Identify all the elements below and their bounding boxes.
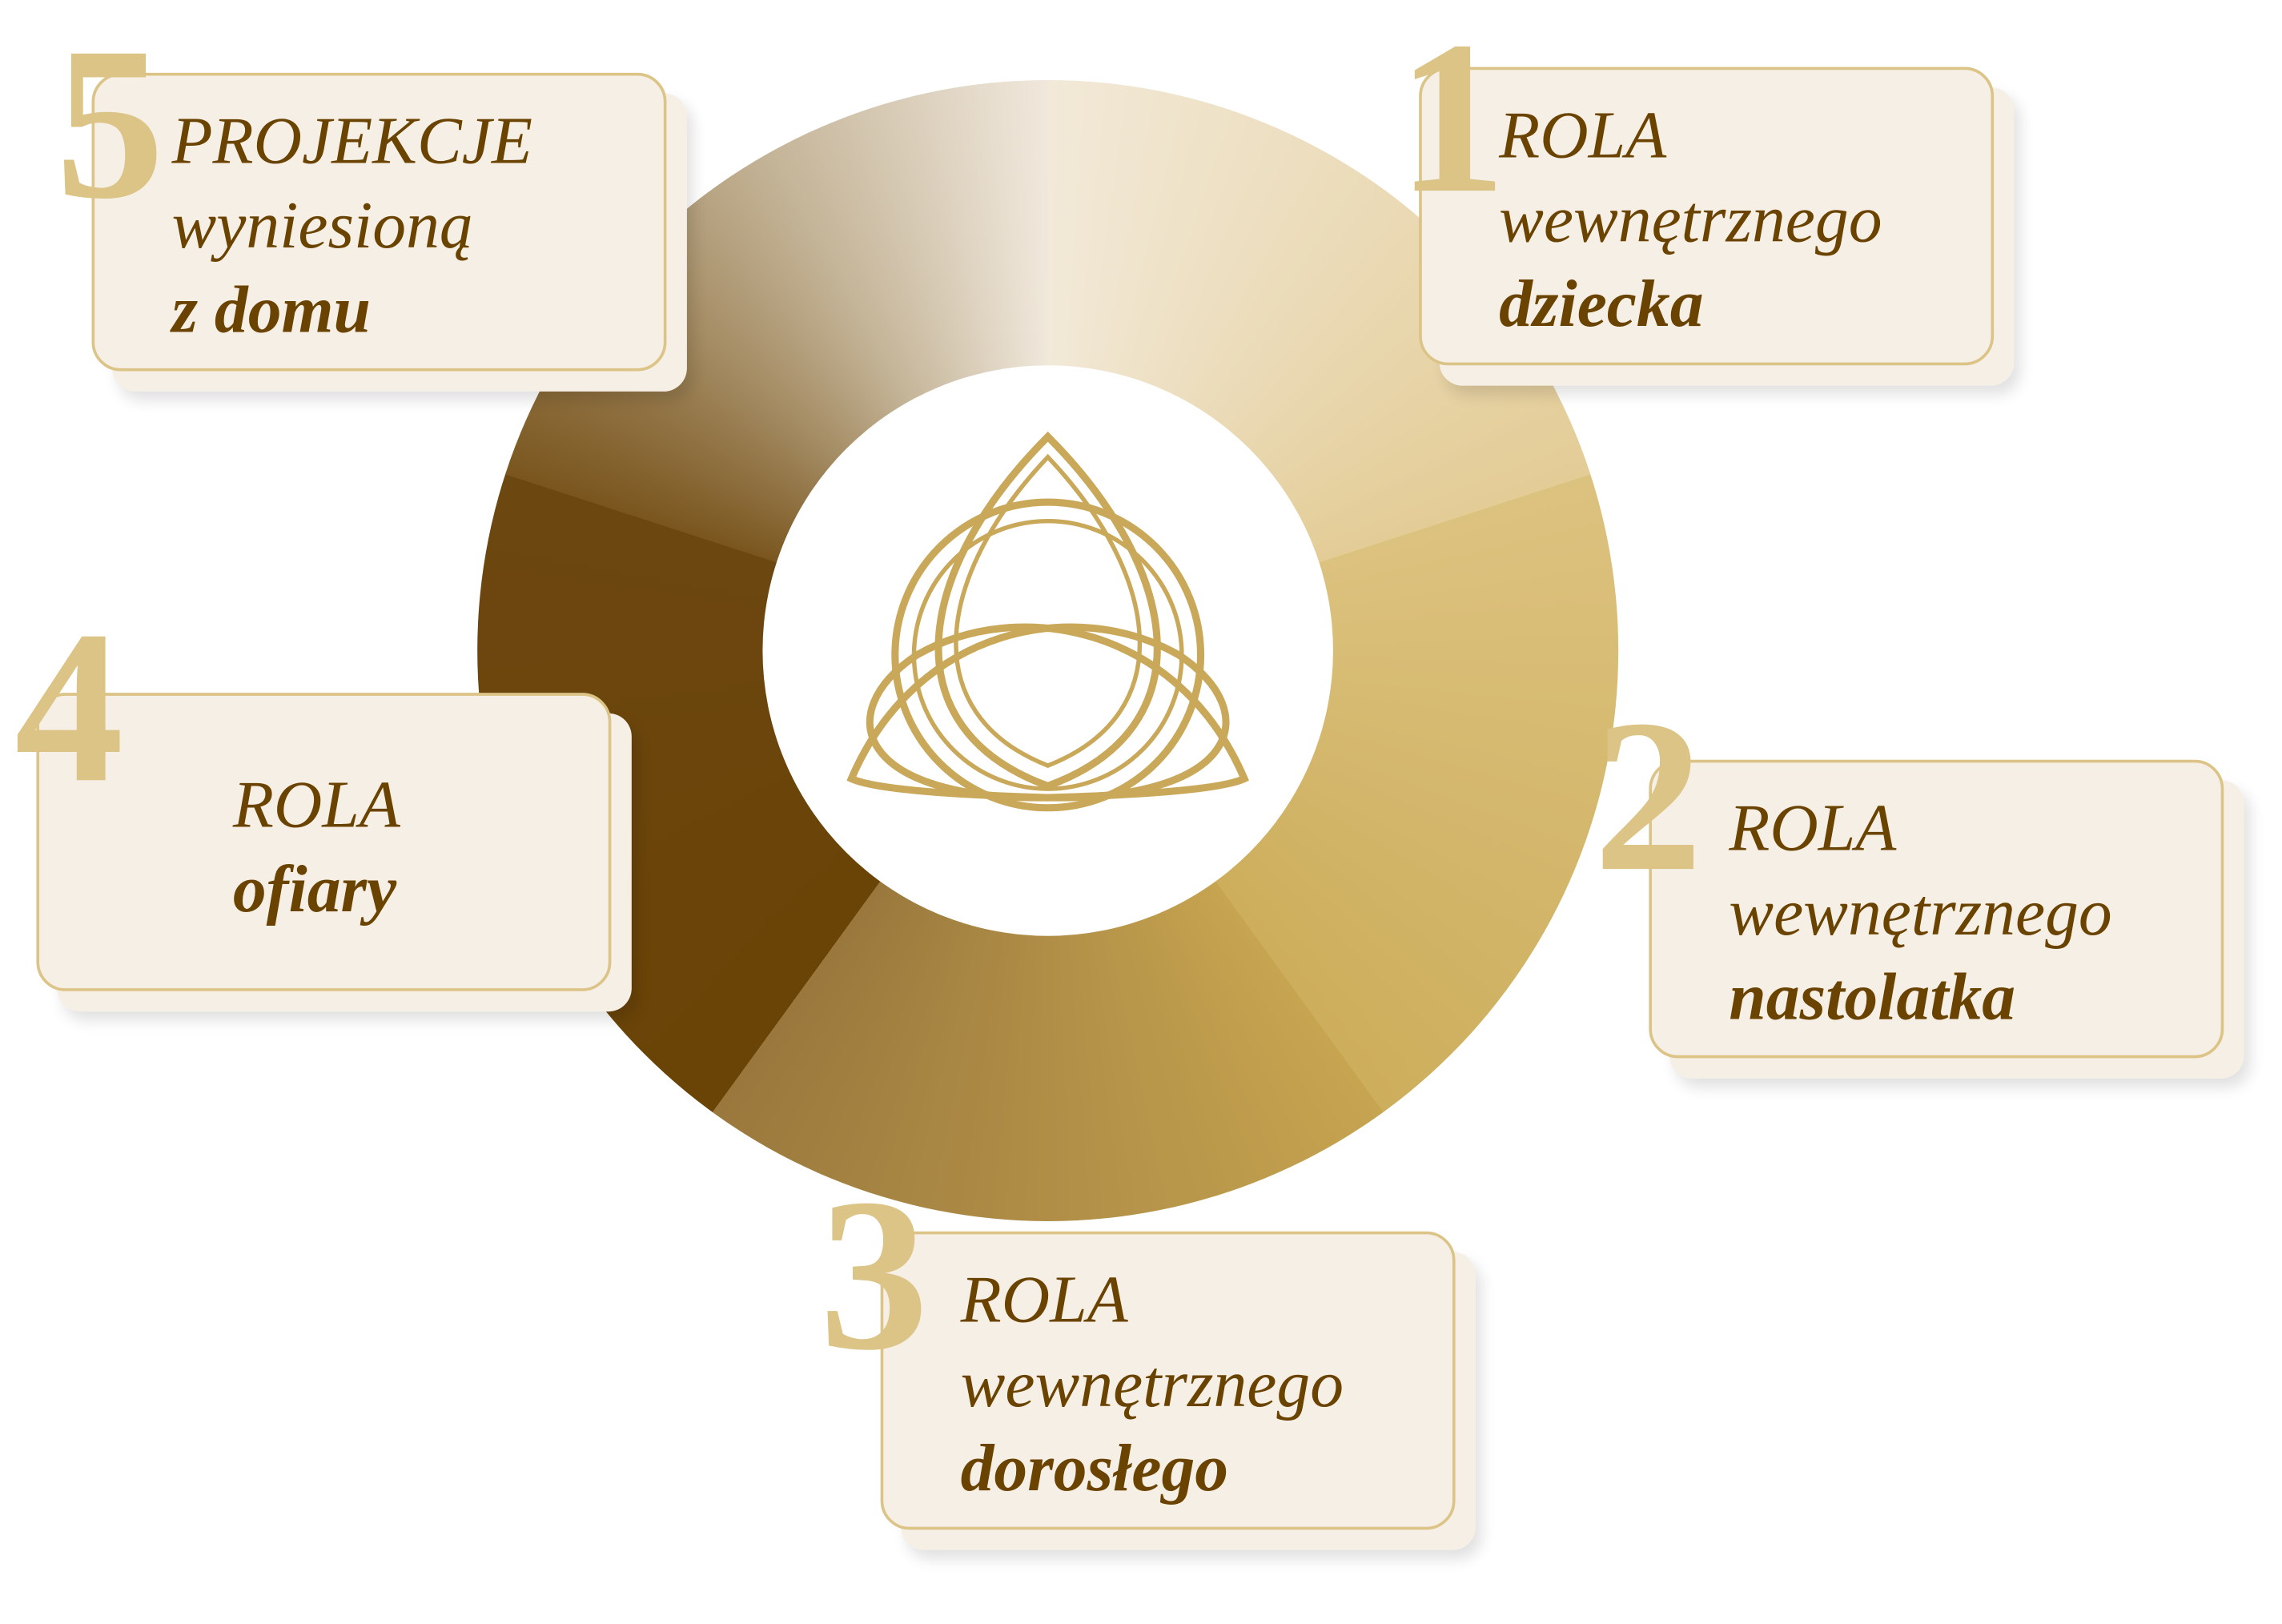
card-bold-line: nastolatka xyxy=(1729,959,2016,1034)
card-line: PROJEKCJE xyxy=(171,103,532,178)
card-line: wyniesioną xyxy=(171,187,473,263)
triquetra-icon xyxy=(846,431,1249,812)
item-number: 5 xyxy=(55,2,165,245)
wheel-center xyxy=(762,365,1333,936)
item-number: 1 xyxy=(1396,0,1507,239)
item-number: 4 xyxy=(14,586,124,829)
card-bold-line: dziecka xyxy=(1499,266,1704,341)
card-bold-line: dorosłego xyxy=(960,1430,1229,1505)
card-line: ROLA xyxy=(960,1261,1128,1337)
item-number: 3 xyxy=(819,1154,929,1397)
card-line: wewnętrznego xyxy=(1729,874,2112,950)
item-number: 2 xyxy=(1593,675,1703,918)
card-line: ROLA xyxy=(232,766,400,842)
card-line: wewnętrznego xyxy=(1499,182,1882,256)
card-line: ROLA xyxy=(1729,790,1897,865)
card-line: wewnętrznego xyxy=(960,1346,1344,1421)
card-bold-line: ofiary xyxy=(232,851,397,926)
card-line: ROLA xyxy=(1499,97,1667,172)
card-bold-line: z domu xyxy=(171,271,372,347)
